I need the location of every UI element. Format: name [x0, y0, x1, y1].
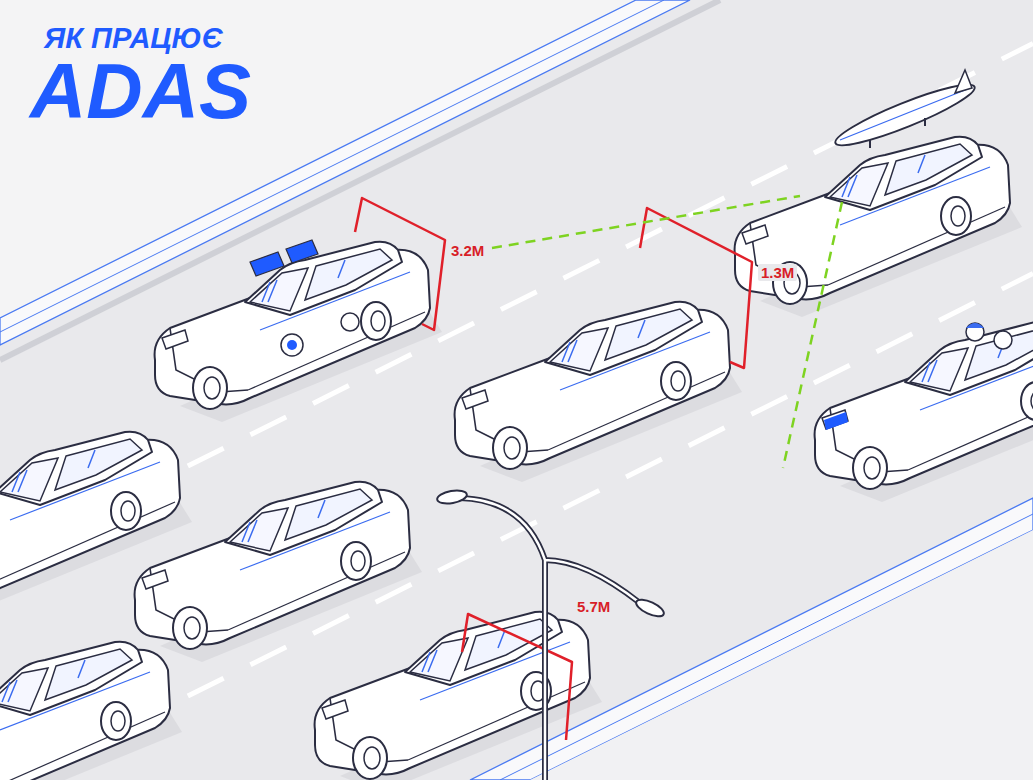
distance-bracket: [355, 198, 752, 740]
car: [315, 612, 602, 780]
distance-label: 5.7M: [574, 598, 613, 615]
car: [135, 482, 422, 662]
police-car: [155, 242, 442, 422]
surfboard: [831, 70, 979, 154]
title-accent: ADAS: [30, 52, 251, 130]
distance-label: 1.3M: [758, 264, 797, 281]
police-lights: [250, 240, 359, 356]
street-lamp: [436, 488, 666, 780]
distance-label: 3.2M: [448, 242, 487, 259]
sports-car: [455, 302, 742, 482]
title: ЯК ПРАЦЮЄ: [44, 22, 223, 55]
sensor-line: [492, 196, 842, 468]
convertible-car: [815, 322, 1033, 502]
passengers: [824, 323, 1012, 430]
car: [0, 642, 182, 780]
surfboard-car: [735, 137, 1022, 317]
